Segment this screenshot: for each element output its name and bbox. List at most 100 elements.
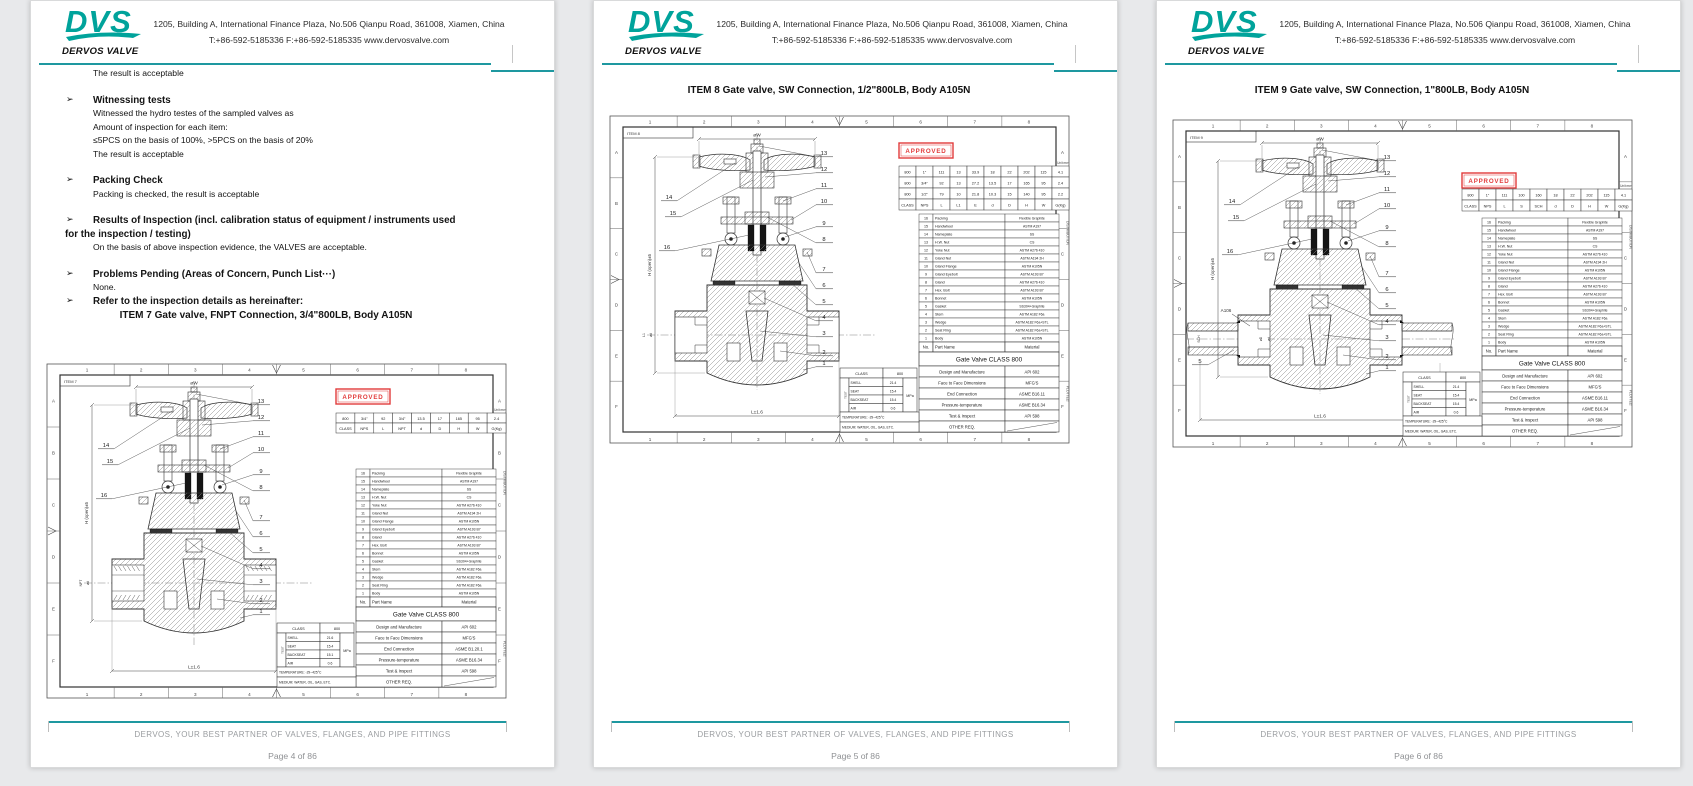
svg-text:16: 16 <box>361 472 365 476</box>
svg-text:CLASS: CLASS <box>855 372 868 376</box>
svg-text:11: 11 <box>821 183 827 189</box>
bullet-heading-continuation: for the inspection / testing) <box>65 228 191 240</box>
svg-text:Wedge: Wedge <box>1498 325 1509 329</box>
svg-text:8: 8 <box>1591 441 1594 446</box>
svg-text:6: 6 <box>1385 287 1388 293</box>
svg-text:ASTM A182 F6a: ASTM A182 F6a <box>457 584 482 588</box>
svg-text:2: 2 <box>259 598 262 604</box>
svg-text:G(Kg): G(Kg) <box>1055 204 1066 208</box>
svg-text:6: 6 <box>1482 124 1485 129</box>
document-page-4[interactable]: DVS DERVOS VALVE 1205, Building A, Inter… <box>30 0 555 768</box>
header-rule-step <box>491 70 554 72</box>
svg-text:End Connection: End Connection <box>947 391 977 396</box>
svg-text:F: F <box>1624 408 1627 413</box>
logo-subtext: DERVOS VALVE <box>625 46 702 57</box>
svg-text:9: 9 <box>362 528 364 532</box>
svg-text:F: F <box>498 659 501 664</box>
header-border-tick <box>512 45 513 63</box>
svg-text:95: 95 <box>1041 193 1045 197</box>
svg-text:6: 6 <box>1482 441 1485 446</box>
svg-text:Unit:mm: Unit:mm <box>494 408 506 412</box>
svg-text:800: 800 <box>904 193 910 197</box>
svg-text:18: 18 <box>1553 194 1557 198</box>
svg-text:A106: A106 <box>1221 308 1232 313</box>
svg-text:2.4: 2.4 <box>1058 182 1063 186</box>
svg-text:8: 8 <box>465 368 468 373</box>
svg-text:Gland: Gland <box>1498 285 1508 289</box>
svg-text:A: A <box>615 150 618 155</box>
svg-text:Wedge: Wedge <box>372 576 383 580</box>
svg-text:5: 5 <box>1428 124 1431 129</box>
svg-text:Bonnet: Bonnet <box>1498 301 1509 305</box>
svg-text:2.2: 2.2 <box>1058 193 1063 197</box>
svg-text:G(Kg): G(Kg) <box>491 427 502 431</box>
svg-text:1: 1 <box>649 120 652 125</box>
svg-text:10: 10 <box>956 193 960 197</box>
svg-text:Unit:mm: Unit:mm <box>1620 184 1632 188</box>
svg-text:7: 7 <box>1488 293 1490 297</box>
svg-text:2: 2 <box>1266 441 1269 446</box>
svg-text:W: W <box>476 427 480 431</box>
document-page-5[interactable]: DVS DERVOS VALVE 1205, Building A, Inter… <box>593 0 1118 768</box>
svg-text:12: 12 <box>821 167 827 173</box>
svg-text:800: 800 <box>904 171 910 175</box>
svg-text:15: 15 <box>1233 215 1239 221</box>
svg-text:10: 10 <box>924 265 928 269</box>
svg-text:API 602: API 602 <box>1588 373 1604 378</box>
document-page-6[interactable]: DVS DERVOS VALVE 1205, Building A, Inter… <box>1156 0 1681 768</box>
svg-text:10: 10 <box>821 199 827 205</box>
svg-text:3/4": 3/4" <box>361 417 368 421</box>
svg-text:6: 6 <box>362 552 364 556</box>
svg-text:E: E <box>498 607 501 612</box>
svg-text:1: 1 <box>1385 365 1388 371</box>
svg-text:OTHER REQ.: OTHER REQ. <box>386 679 412 684</box>
svg-text:800: 800 <box>334 627 340 631</box>
svg-text:95: 95 <box>476 417 480 421</box>
svg-text:PLOTTED:: PLOTTED: <box>1629 390 1633 407</box>
spacer <box>31 255 511 268</box>
svg-text:Nameplate: Nameplate <box>935 233 952 237</box>
bullet-heading: ➢Packing Check <box>66 175 163 186</box>
svg-text:10: 10 <box>361 520 365 524</box>
svg-text:17: 17 <box>438 417 442 421</box>
svg-text:2: 2 <box>1266 124 1269 129</box>
svg-text:5: 5 <box>1198 359 1201 365</box>
svg-text:A: A <box>52 399 55 404</box>
svg-text:API 602: API 602 <box>462 624 478 629</box>
svg-text:MFG'S: MFG'S <box>1026 380 1039 385</box>
svg-text:Seat Ring: Seat Ring <box>1498 333 1514 337</box>
svg-text:9: 9 <box>259 469 262 475</box>
svg-text:D: D <box>1008 204 1011 208</box>
svg-text:H (open)±5: H (open)±5 <box>647 253 652 275</box>
svg-text:6: 6 <box>919 437 922 442</box>
svg-text:CS: CS <box>1030 241 1035 245</box>
svg-text:Nameplate: Nameplate <box>1498 237 1515 241</box>
svg-text:ASTM A182 F6a+STL: ASTM A182 F6a+STL <box>1578 333 1611 337</box>
header-border-tick <box>1075 45 1076 63</box>
page-number: Page 4 of 86 <box>268 751 317 761</box>
svg-text:6: 6 <box>259 531 262 537</box>
svg-text:8: 8 <box>822 237 825 243</box>
svg-text:CLASS: CLASS <box>339 427 352 431</box>
svg-text:4: 4 <box>259 563 263 569</box>
svg-text:CLASS: CLASS <box>901 204 914 208</box>
svg-text:C: C <box>52 503 55 508</box>
svg-text:8: 8 <box>1488 285 1490 289</box>
svg-text:7: 7 <box>1385 271 1388 277</box>
svg-text:13: 13 <box>956 182 960 186</box>
svg-text:ASTM A197: ASTM A197 <box>1023 225 1041 229</box>
text-line: The result is acceptable <box>93 68 184 78</box>
svg-text:13: 13 <box>1384 155 1390 161</box>
svg-text:Gland Eyebolt: Gland Eyebolt <box>935 273 958 277</box>
svg-text:Body: Body <box>1498 341 1506 345</box>
svg-text:F: F <box>615 404 618 409</box>
svg-text:4: 4 <box>1488 317 1490 321</box>
svg-text:NPS: NPS <box>921 204 929 208</box>
svg-text:AIR: AIR <box>1414 410 1420 414</box>
svg-text:15: 15 <box>924 225 928 229</box>
svg-text:15.4: 15.4 <box>1453 402 1460 406</box>
svg-text:13: 13 <box>821 151 827 157</box>
svg-text:12: 12 <box>924 249 928 253</box>
